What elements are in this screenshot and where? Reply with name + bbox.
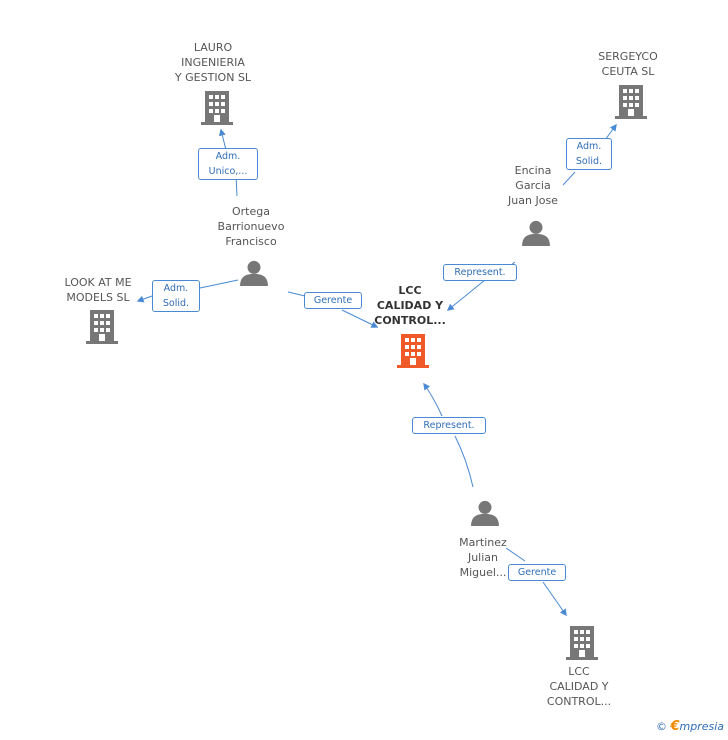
edge-ortega-lcc-arrow [341,309,379,328]
edge-martinez-lcc2 [505,547,526,562]
edge-label-ortega-lookatme[interactable]: Adm. Solid. [152,280,200,312]
ortega-label[interactable]: Ortega Barrionuevo Francisco [217,205,285,248]
edge-ortega-lcc [287,291,306,297]
edge-martinez-lcc [454,435,474,488]
edge-label-encina-sergeyco[interactable]: Adm. Solid. [566,138,612,170]
lcc2-label[interactable]: LCC CALIDAD Y CONTROL... [546,665,612,708]
edge-label-ortega-lcc[interactable]: Gerente [304,292,362,309]
lauro-building-icon[interactable] [201,91,233,125]
lcc2-building-icon[interactable] [566,626,598,660]
edge-ortega-lookatme [199,279,239,289]
edge-ortega-lookatme-arrow [136,295,153,303]
empresia-logo: © €mpresia [656,719,724,734]
lauro-label[interactable]: LAURO INGENIERIA Y GESTION SL [174,41,252,84]
edge-label-martinez-lcc2[interactable]: Gerente [508,564,566,581]
encina-person-icon[interactable] [522,220,550,246]
edge-martinez-lcc-arrow [423,382,443,417]
edge-encina-sergeyco-arrow [604,123,617,141]
lcc-main-label[interactable]: LCC CALIDAD Y CONTROL... [374,284,446,327]
sergeyco-label[interactable]: SERGEYCO CEUTA SL [598,50,658,78]
ortega-person-icon[interactable] [240,260,268,286]
sergeyco-building-icon[interactable] [615,85,647,119]
lcc-main-building-icon[interactable] [397,334,429,368]
edge-label-ortega-lauro[interactable]: Adm. Unico,... [198,148,258,180]
copyright-icon: © [655,720,667,733]
lookatme-label[interactable]: LOOK AT ME MODELS SL [64,276,132,304]
encina-label[interactable]: Encina Garcia Juan Jose [508,164,558,207]
brand-initial: € [670,719,680,734]
lookatme-building-icon[interactable] [86,310,118,344]
edge-martinez-lcc2-arrow [542,581,567,617]
edge-label-encina-lcc[interactable]: Represent. [443,264,517,281]
edge-label-martinez-lcc[interactable]: Represent. [412,417,486,434]
martinez-person-icon[interactable] [471,500,499,526]
edge-encina-sergeyco [562,171,576,186]
brand-name: mpresia [679,720,724,733]
edge-ortega-lauro-arrow [218,128,227,151]
martinez-label[interactable]: Martinez Julian Miguel... [459,536,507,579]
